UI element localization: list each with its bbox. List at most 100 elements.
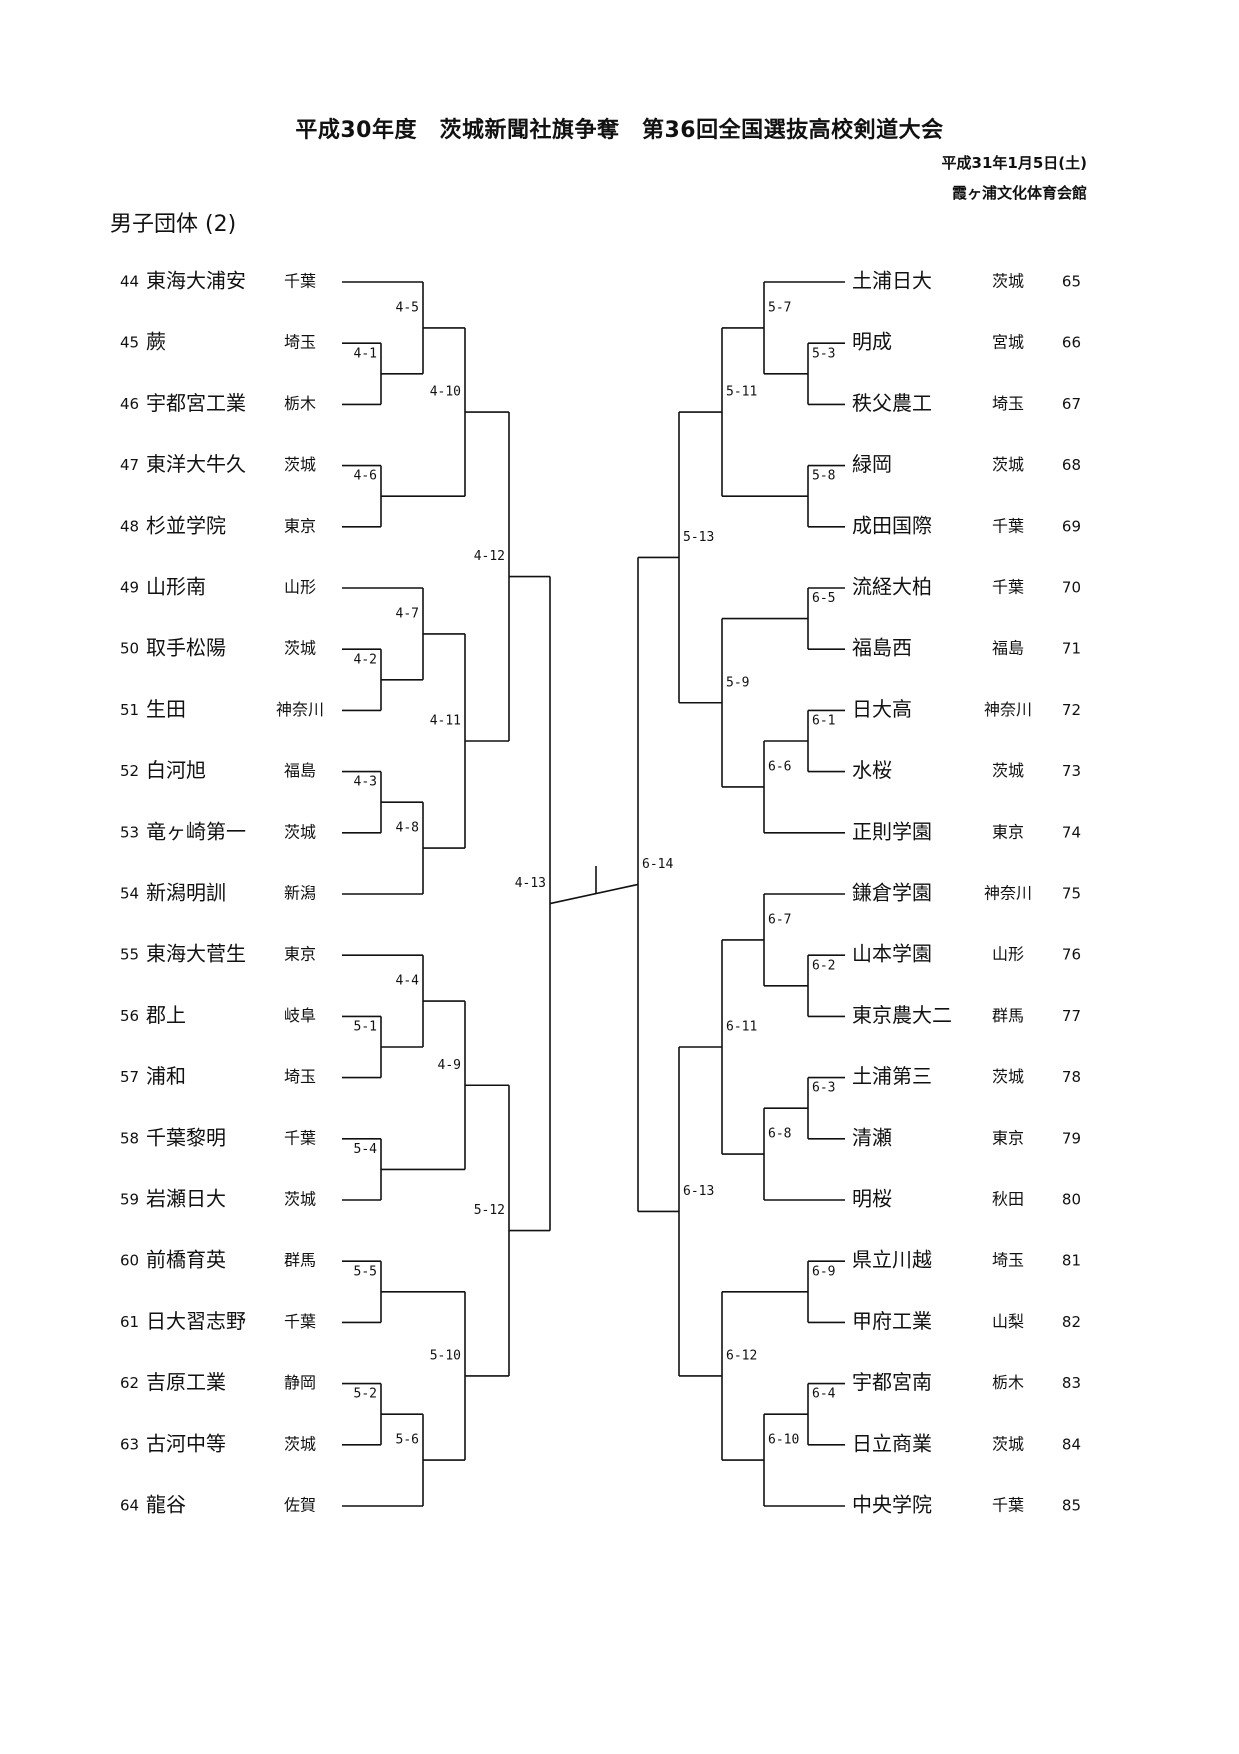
team-number: 49 [120, 579, 139, 597]
team-number: 54 [120, 885, 139, 903]
team-number: 61 [120, 1313, 139, 1331]
team-name: 岩瀬日大 [146, 1187, 226, 1211]
team-name: 千葉黎明 [146, 1125, 226, 1149]
team-name: 正則学園 [852, 819, 932, 843]
team-prefecture: 東京 [992, 822, 1024, 841]
team-number: 58 [120, 1129, 139, 1147]
match-label: 6-2 [812, 958, 835, 973]
match-label: 6-5 [812, 591, 835, 606]
team-name: 東海大菅生 [146, 942, 246, 966]
match-label: 6-12 [726, 1348, 757, 1363]
match-label: 4-8 [396, 821, 419, 836]
section-title: 男子団体 (2) [110, 212, 237, 237]
match-label: 4-1 [354, 346, 377, 361]
team-name: 県立川越 [852, 1248, 932, 1272]
team-number: 50 [120, 640, 139, 658]
match-label: 5-3 [812, 346, 835, 361]
team-prefecture: 埼玉 [992, 1251, 1024, 1270]
match-label: 6-10 [768, 1433, 799, 1448]
team-name: 前橋育英 [146, 1248, 226, 1272]
team-prefecture: 福島 [992, 639, 1024, 658]
team-name: 蕨 [146, 330, 166, 354]
team-prefecture: 群馬 [992, 1006, 1024, 1025]
match-label: 5-10 [430, 1348, 461, 1363]
team-name: 新潟明訓 [146, 881, 226, 905]
team-name: 明成 [852, 330, 892, 354]
team-name: 生田 [146, 697, 186, 721]
team-number: 53 [120, 823, 139, 841]
team-prefecture: 茨城 [284, 822, 316, 841]
team-prefecture: 群馬 [284, 1251, 316, 1270]
team-prefecture: 佐賀 [284, 1496, 316, 1515]
team-prefecture: 東京 [284, 516, 316, 535]
team-prefecture: 千葉 [284, 272, 316, 291]
team-name: 流経大柏 [852, 575, 932, 599]
team-prefecture: 秋田 [992, 1190, 1024, 1209]
team-prefecture: 茨城 [284, 639, 316, 658]
team-number: 71 [1062, 640, 1081, 658]
team-number: 72 [1062, 701, 1081, 719]
team-prefecture: 東京 [284, 945, 316, 964]
match-label: 6-1 [812, 714, 835, 729]
team-number: 48 [120, 517, 139, 535]
team-number: 76 [1062, 946, 1081, 964]
team-number: 56 [120, 1007, 139, 1025]
match-label: 4-2 [354, 652, 377, 667]
team-number: 51 [120, 701, 139, 719]
team-prefecture: 岐阜 [284, 1006, 316, 1025]
team-name: 宇都宮南 [852, 1370, 932, 1394]
team-number: 84 [1062, 1435, 1081, 1453]
team-number: 60 [120, 1252, 139, 1270]
match-label: 5-7 [768, 300, 791, 315]
team-prefecture: 福島 [284, 761, 316, 780]
team-prefecture: 山形 [992, 945, 1024, 964]
team-prefecture: 神奈川 [984, 884, 1032, 903]
team-prefecture: 茨城 [992, 761, 1024, 780]
team-number: 57 [120, 1068, 139, 1086]
match-label: 6-9 [812, 1264, 835, 1279]
match-label: 4-3 [354, 775, 377, 790]
team-number: 47 [120, 456, 139, 474]
team-prefecture: 静岡 [284, 1373, 316, 1392]
team-name: 山形南 [146, 575, 206, 599]
team-prefecture: 神奈川 [984, 700, 1032, 719]
match-label: 4-5 [396, 300, 419, 315]
team-prefecture: 千葉 [992, 578, 1024, 597]
team-number: 59 [120, 1191, 139, 1209]
team-prefecture: 新潟 [284, 884, 316, 903]
team-prefecture: 埼玉 [284, 333, 316, 352]
match-label: 6-6 [768, 759, 791, 774]
team-name: 福島西 [852, 636, 912, 660]
team-name: 吉原工業 [146, 1370, 226, 1394]
team-number: 52 [120, 762, 139, 780]
team-name: 東海大浦安 [146, 269, 246, 293]
team-number: 66 [1062, 334, 1081, 352]
team-prefecture: 茨城 [284, 1190, 316, 1209]
team-prefecture: 山梨 [992, 1312, 1024, 1331]
team-prefecture: 千葉 [284, 1128, 316, 1147]
team-name: 龍谷 [146, 1493, 186, 1517]
team-number: 74 [1062, 823, 1081, 841]
team-name: 竜ヶ崎第一 [146, 819, 246, 843]
match-label: 5-4 [354, 1142, 378, 1157]
team-prefecture: 千葉 [284, 1312, 316, 1331]
team-number: 69 [1062, 517, 1081, 535]
team-prefecture: 茨城 [992, 1434, 1024, 1453]
match-label: 6-4 [812, 1387, 836, 1402]
match-label: 6-7 [768, 912, 791, 927]
match-label: 4-9 [438, 1058, 461, 1073]
team-name: 古河中等 [146, 1431, 226, 1455]
team-name: 土浦日大 [852, 269, 932, 293]
match-label: 5-2 [354, 1387, 377, 1402]
team-name: 中央学院 [852, 1493, 932, 1517]
team-name: 明桜 [852, 1187, 892, 1211]
match-label: 4-4 [396, 974, 420, 989]
team-prefecture: 茨城 [992, 455, 1024, 474]
team-prefecture: 神奈川 [276, 700, 324, 719]
team-name: 日大習志野 [146, 1309, 246, 1333]
team-prefecture: 千葉 [992, 516, 1024, 535]
page-title: 平成30年度 茨城新聞社旗争奪 第36回全国選抜高校剣道大会 [295, 118, 944, 143]
match-label: 5-12 [474, 1203, 505, 1218]
team-number: 82 [1062, 1313, 1081, 1331]
team-name: 取手松陽 [146, 636, 226, 660]
